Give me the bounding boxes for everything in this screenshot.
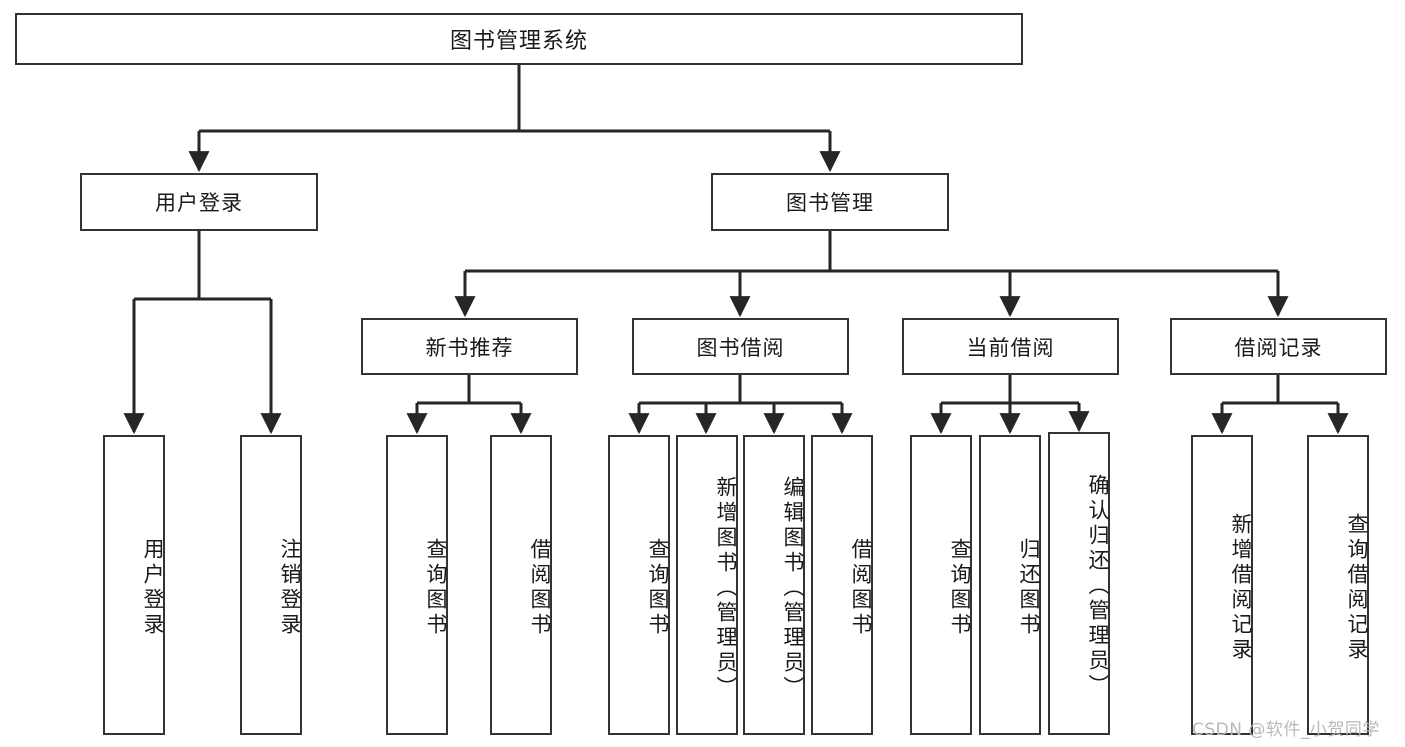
leaf-new-book-borrow-book[interactable]: 借阅图书 — [490, 435, 552, 735]
node-label: 查询图书 — [646, 538, 670, 638]
leaf-new-book-query-book[interactable]: 查询图书 — [386, 435, 448, 735]
node-book-management[interactable]: 图书管理 — [711, 173, 949, 231]
leaf-current-borrow-return-book[interactable]: 归还图书 — [979, 435, 1041, 735]
node-label: 新增借阅记录 — [1229, 513, 1253, 663]
leaf-current-borrow-query-book[interactable]: 查询图书 — [910, 435, 972, 735]
node-label: 图书管理 — [786, 191, 874, 215]
node-label: 新增图书（管理员） — [714, 475, 738, 701]
node-label: 归还图书 — [1017, 538, 1041, 638]
node-label: 查询借阅记录 — [1345, 513, 1369, 663]
node-label: 图书管理系统 — [449, 29, 588, 54]
leaf-borrow-record-add-record[interactable]: 新增借阅记录 — [1191, 435, 1253, 735]
leaf-current-borrow-confirm-return-admin[interactable]: 确认归还（管理员） — [1048, 432, 1110, 735]
node-label: 查询图书 — [424, 538, 448, 638]
leaf-user-login-login[interactable]: 用户登录 — [103, 435, 165, 735]
node-current-borrow[interactable]: 当前借阅 — [902, 318, 1119, 375]
node-label: 图书借阅 — [696, 335, 785, 360]
node-label: 新书推荐 — [425, 335, 514, 360]
node-label: 注销登录 — [278, 538, 302, 638]
node-label: 借阅图书 — [849, 538, 873, 638]
node-label: 当前借阅 — [966, 335, 1055, 360]
node-user-login[interactable]: 用户登录 — [80, 173, 318, 231]
node-label: 借阅记录 — [1234, 335, 1323, 360]
node-root-book-management-system[interactable]: 图书管理系统 — [15, 13, 1023, 65]
node-label: 借阅图书 — [528, 538, 552, 638]
leaf-borrow-record-query-record[interactable]: 查询借阅记录 — [1307, 435, 1369, 735]
leaf-book-borrow-query-book[interactable]: 查询图书 — [608, 435, 670, 735]
leaf-book-borrow-add-book-admin[interactable]: 新增图书（管理员） — [676, 435, 738, 735]
csdn-watermark: CSDN @软件_小贺同学 — [1192, 720, 1380, 740]
node-label: 确认归还（管理员） — [1086, 474, 1110, 699]
leaf-book-borrow-borrow-book[interactable]: 借阅图书 — [811, 435, 873, 735]
node-book-borrow[interactable]: 图书借阅 — [632, 318, 849, 375]
node-label: 查询图书 — [948, 538, 972, 638]
leaf-book-borrow-edit-book-admin[interactable]: 编辑图书（管理员） — [743, 435, 805, 735]
leaf-user-login-logout[interactable]: 注销登录 — [240, 435, 302, 735]
node-label: 编辑图书（管理员） — [781, 475, 805, 701]
node-borrow-record[interactable]: 借阅记录 — [1170, 318, 1387, 375]
node-new-book-recommend[interactable]: 新书推荐 — [361, 318, 578, 375]
node-label: 用户登录 — [155, 191, 243, 215]
node-label: 用户登录 — [141, 538, 165, 638]
